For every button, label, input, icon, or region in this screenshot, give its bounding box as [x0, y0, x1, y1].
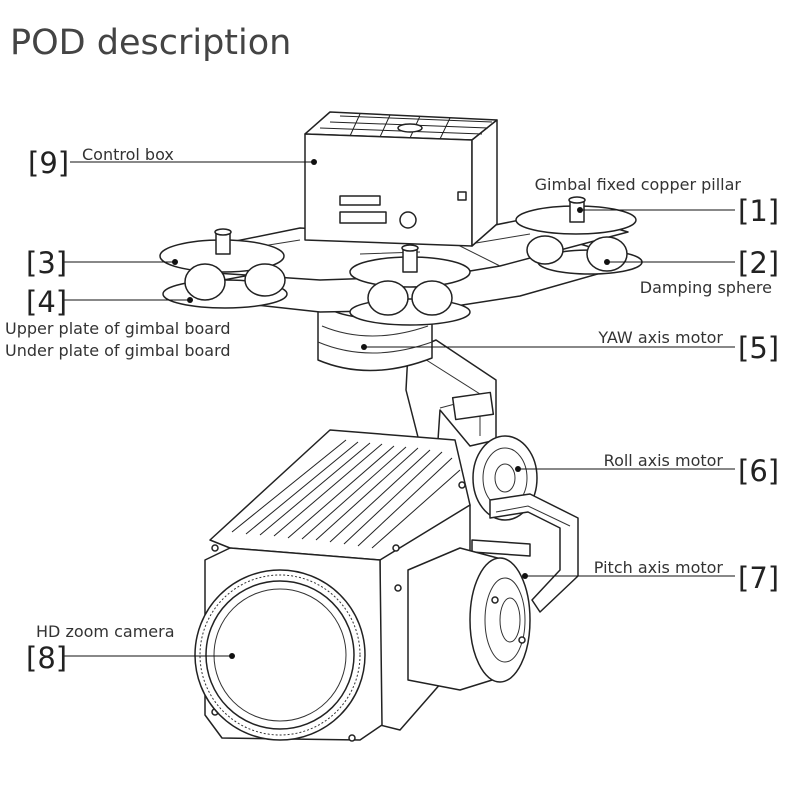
callout-control-box: [9] Control box — [28, 145, 174, 180]
callout-damping-sphere: [2] Damping sphere — [640, 246, 779, 297]
callout-label: Upper plate of gimbal board — [5, 319, 231, 338]
callout-number: [7] — [738, 561, 779, 595]
callout-number: [2] — [738, 246, 779, 280]
pitch-frame — [471, 493, 579, 613]
callout-number: [6] — [738, 454, 779, 488]
page-title: POD description — [10, 23, 291, 63]
callout-number: [8] — [26, 641, 67, 675]
pitch-motor-body — [407, 547, 531, 691]
callout-leaders — [64, 159, 735, 659]
callout-label: Damping sphere — [640, 278, 772, 297]
callout-label: Roll axis motor — [604, 451, 724, 470]
callout-label: Control box — [82, 145, 174, 164]
callout-label: Pitch axis motor — [594, 558, 724, 577]
callout-number: [5] — [738, 331, 779, 365]
callout-number: [1] — [738, 194, 779, 228]
callout-label: Under plate of gimbal board — [5, 341, 231, 360]
callout-label: HD zoom camera — [36, 622, 175, 641]
callout-copper-pillar: [1] Gimbal fixed copper pillar — [535, 175, 779, 228]
gimbal-board — [159, 196, 643, 326]
callout-upper-plate: [3] Upper plate of gimbal board — [5, 246, 231, 338]
callout-hd-zoom-camera: [8] HD zoom camera — [26, 622, 175, 675]
callout-yaw-motor: [5] YAW axis motor — [597, 328, 779, 365]
callout-number: [9] — [28, 146, 69, 180]
callout-label: YAW axis motor — [597, 328, 723, 347]
callout-number: [4] — [26, 285, 67, 319]
callout-roll-motor: [6] Roll axis motor — [604, 451, 779, 488]
callout-pitch-motor: [7] Pitch axis motor — [594, 558, 779, 595]
callout-number: [3] — [26, 246, 67, 280]
control-box-body — [304, 111, 498, 247]
roll-arm — [405, 339, 497, 447]
callout-under-plate: [4] Under plate of gimbal board — [5, 285, 231, 360]
callout-label: Gimbal fixed copper pillar — [535, 175, 742, 194]
pod-illustration — [159, 111, 643, 742]
